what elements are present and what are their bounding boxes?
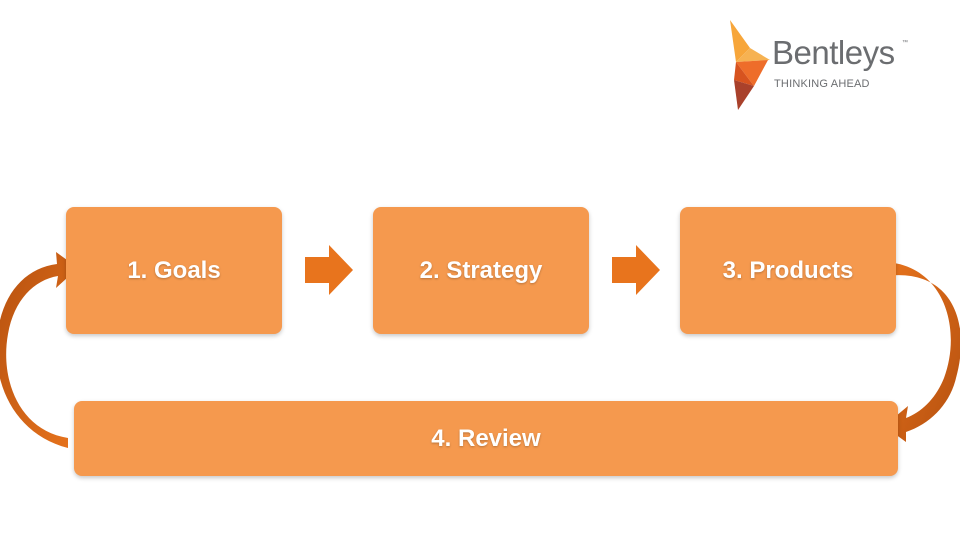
step-label: 3. Products [722,256,854,284]
step-label: 2. Strategy [419,256,543,284]
bentleys-logo-mark-icon [730,20,770,110]
arrow-right-icon [612,245,660,295]
bentleys-logo: Bentleys ™ THINKING AHEAD [724,18,924,114]
logo-tagline: THINKING AHEAD [774,78,870,90]
curved-arrow-icon [884,262,960,442]
step-products: 3. Products [680,207,896,334]
logo-trademark: ™ [902,40,908,46]
step-label: 4. Review [431,424,541,452]
step-label: 1. Goals [127,256,221,284]
step-strategy: 2. Strategy [373,207,589,334]
step-goals: 1. Goals [66,207,282,334]
curved-arrow-icon [0,252,78,448]
logo-name: Bentleys [772,34,895,71]
arrow-right-icon [305,245,353,295]
step-review: 4. Review [74,401,898,476]
